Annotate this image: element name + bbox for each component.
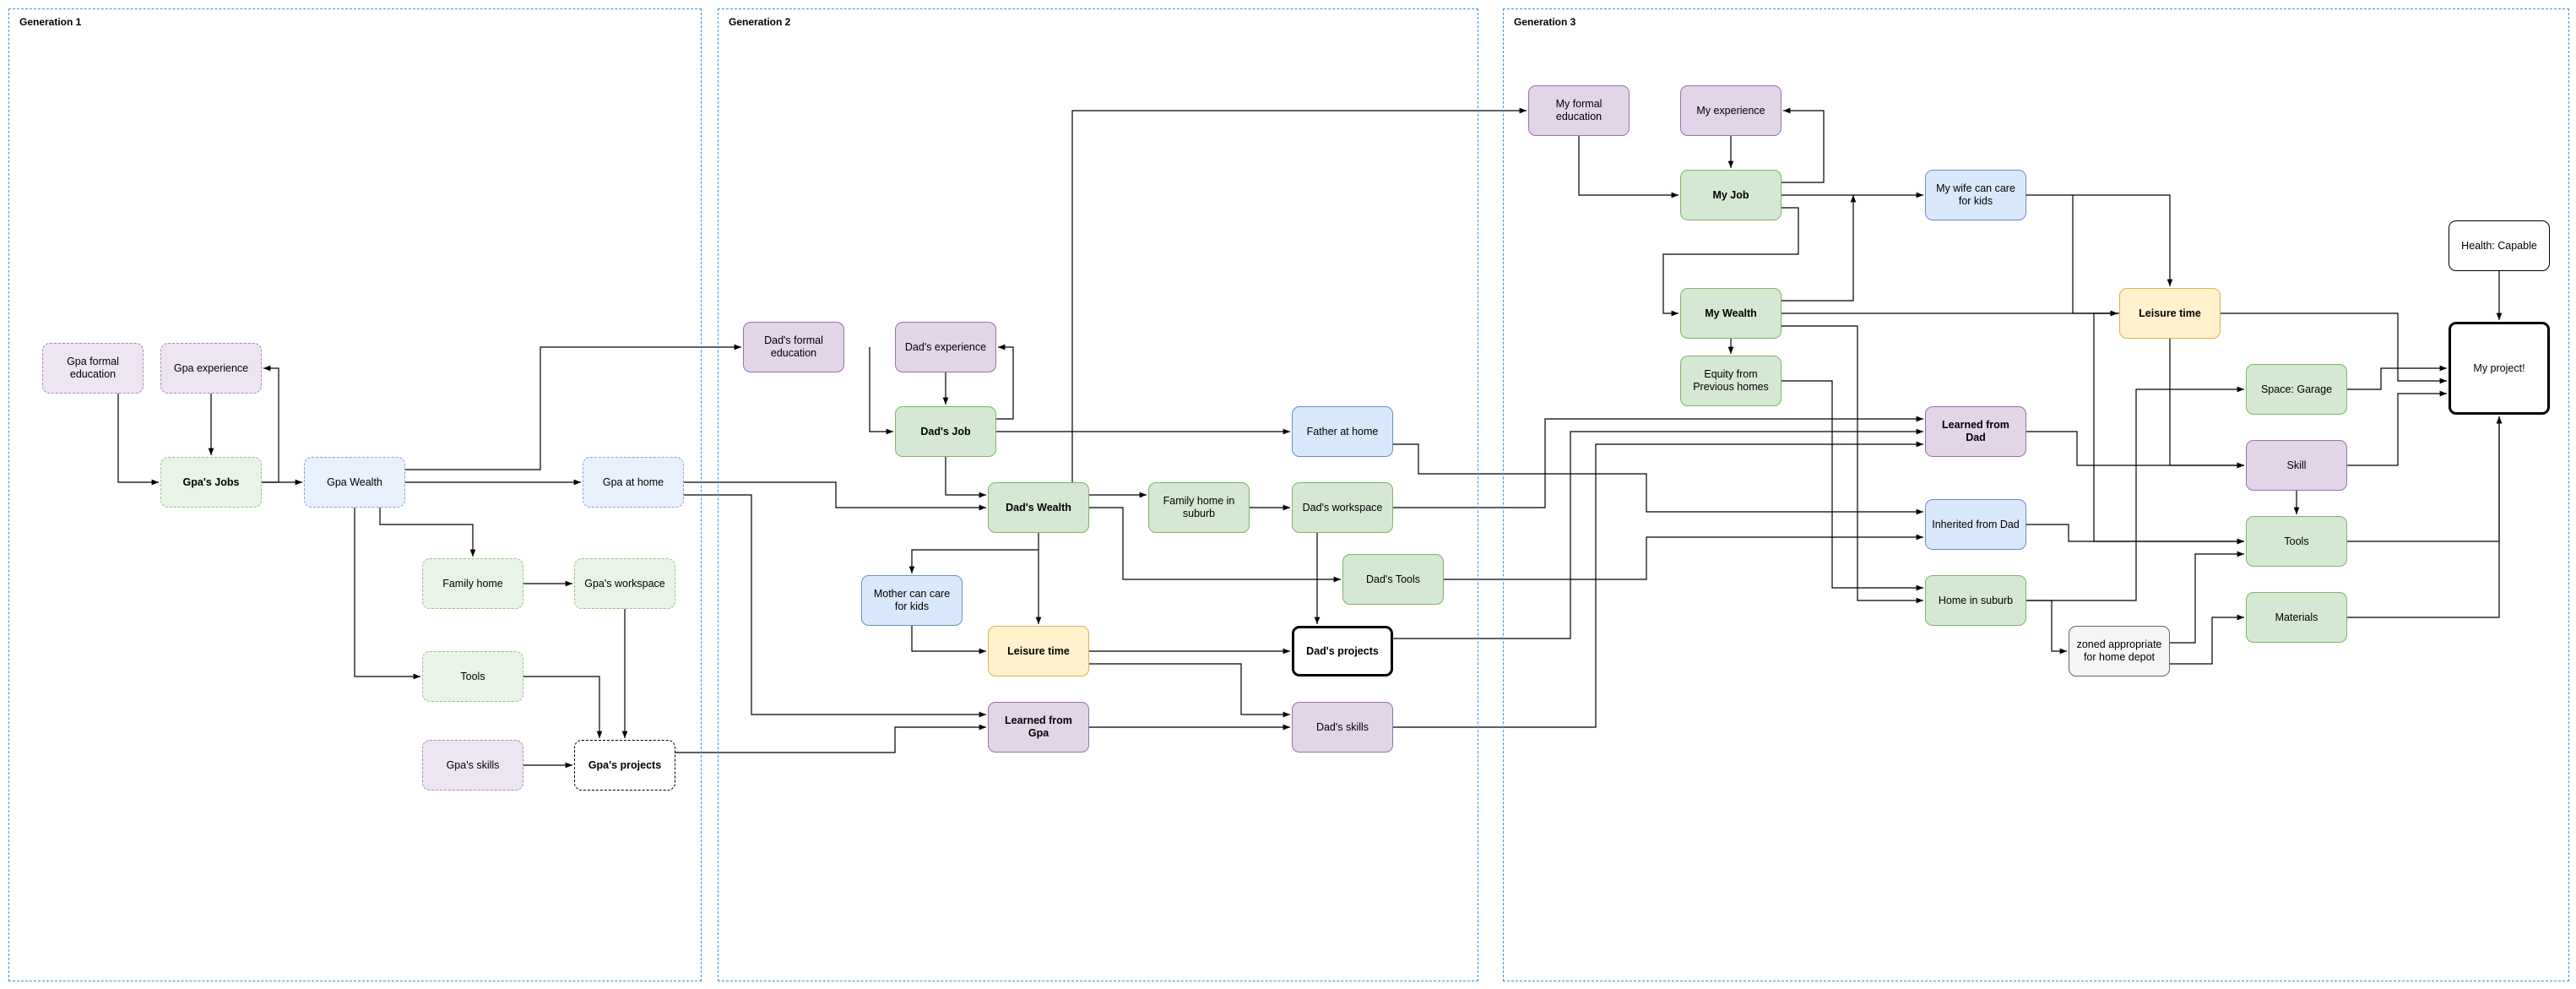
node-gpa-wealth[interactable]: Gpa Wealth xyxy=(304,457,405,508)
edge-my-job-to-my-experience xyxy=(1782,107,1825,183)
node-learned-from-dad[interactable]: Learned from Dad xyxy=(1925,406,2026,457)
node-gpa-formal-education[interactable]: Gpa formal education xyxy=(42,343,144,394)
generation-1-container: Generation 1 xyxy=(8,8,702,981)
node-dad-workspace[interactable]: Dad's workspace xyxy=(1292,482,1393,533)
edge-gpa-wealth-to-tools xyxy=(354,508,420,680)
node-family-home-in-suburb[interactable]: Family home in suburb xyxy=(1148,482,1250,533)
node-gpa-projects[interactable]: Gpa's projects xyxy=(574,740,675,791)
node-dad-skills[interactable]: Dad's skills xyxy=(1292,702,1393,753)
edge-materials-to-my-project xyxy=(2347,416,2503,618)
node-dad-tools[interactable]: Dad's Tools xyxy=(1342,554,1444,605)
node-leisure-time-gen3[interactable]: Leisure time xyxy=(2119,288,2221,339)
generation-2-title: Generation 2 xyxy=(729,16,791,28)
edge-gpa-projects-to-learned-from-gpa xyxy=(675,724,986,753)
node-gpa-jobs[interactable]: Gpa's Jobs xyxy=(160,457,262,508)
node-gpa-at-home[interactable]: Gpa at home xyxy=(583,457,684,508)
node-tools-gen3[interactable]: Tools xyxy=(2246,516,2347,567)
edge-gpa-formal-education-to-gpa-jobs xyxy=(117,394,159,486)
node-my-formal-education[interactable]: My formal education xyxy=(1528,85,1630,136)
node-dad-wealth[interactable]: Dad's Wealth xyxy=(988,482,1089,533)
node-space-garage[interactable]: Space: Garage xyxy=(2246,364,2347,415)
edge-learned-from-dad-to-skill xyxy=(2026,431,2244,469)
node-gpa-experience[interactable]: Gpa experience xyxy=(160,343,262,394)
node-skill[interactable]: Skill xyxy=(2246,440,2347,491)
node-father-at-home[interactable]: Father at home xyxy=(1292,406,1393,457)
node-dad-formal-education[interactable]: Dad's formal education xyxy=(743,322,844,372)
node-equity-from-previous-homes[interactable]: Equity from Previous homes xyxy=(1680,356,1782,406)
generation-3-title: Generation 3 xyxy=(1514,16,1576,28)
node-my-project[interactable]: My project! xyxy=(2449,322,2550,415)
node-family-home[interactable]: Family home xyxy=(422,558,523,609)
edge-zoned-to-materials xyxy=(2170,614,2244,665)
edge-leisure-time-to-tools xyxy=(2093,312,2244,545)
node-dad-experience[interactable]: Dad's experience xyxy=(895,322,996,372)
node-my-job[interactable]: My Job xyxy=(1680,170,1782,220)
node-dad-job[interactable]: Dad's Job xyxy=(895,406,996,457)
edge-leisure-time-to-dad-skills xyxy=(1089,663,1290,718)
edge-space-garage-to-my-project xyxy=(2347,365,2447,390)
edge-home-in-suburb-to-space-garage xyxy=(2026,386,2244,601)
edge-dad-job-to-dad-wealth xyxy=(945,457,986,498)
edge-gpa-wealth-to-dad-formal-education xyxy=(405,344,741,470)
edge-mother-care-to-leisure-time xyxy=(911,626,986,655)
edge-tools-to-gpa-projects xyxy=(523,676,603,738)
edge-my-formal-education-to-my-job xyxy=(1578,136,1678,198)
edge-leisure-time-to-my-project xyxy=(2221,312,2447,384)
edge-dad-wealth-to-my-formal-education xyxy=(1071,107,1527,482)
edge-dad-skills-to-learned-from-dad xyxy=(1393,441,1923,728)
edge-dad-job-to-dad-experience xyxy=(996,344,1014,420)
edge-father-at-home-to-inherited-from-dad xyxy=(1393,443,1923,515)
edge-wife-care-to-leisure-time xyxy=(2026,194,2173,286)
edge-dad-projects-to-learned-from-dad xyxy=(1393,428,1923,639)
edge-my-wealth-to-wife-care xyxy=(1782,195,1857,302)
edge-dad-wealth-to-dad-tools xyxy=(1089,507,1341,583)
edge-gpa-wealth-to-family-home xyxy=(379,508,476,557)
node-materials[interactable]: Materials xyxy=(2246,592,2347,643)
node-health-capable[interactable]: Health: Capable xyxy=(2449,220,2550,271)
node-dad-projects[interactable]: Dad's projects xyxy=(1292,626,1393,677)
generation-1-title: Generation 1 xyxy=(19,16,82,28)
edge-dad-workspace-to-learned-from-dad xyxy=(1393,416,1923,508)
node-my-experience[interactable]: My experience xyxy=(1680,85,1782,136)
node-home-in-suburb[interactable]: Home in suburb xyxy=(1925,575,2026,626)
node-tools-gen1[interactable]: Tools xyxy=(422,651,523,702)
node-inherited-from-dad[interactable]: Inherited from Dad xyxy=(1925,499,2026,550)
node-my-wife-can-care-for-kids[interactable]: My wife can care for kids xyxy=(1925,170,2026,220)
edge-gpa-at-home-to-dad-wealth xyxy=(684,481,986,511)
edge-leisure-time-to-skill xyxy=(2169,339,2244,469)
edge-my-job-to-my-wealth xyxy=(1662,207,1799,317)
edge-skill-to-my-project xyxy=(2347,390,2447,466)
edge-dad-wealth-to-mother-care xyxy=(908,549,1039,573)
edge-my-wealth-to-home-in-suburb xyxy=(1782,325,1923,604)
edge-equity-to-home-in-suburb xyxy=(1782,380,1923,591)
generation-3-container: Generation 3 xyxy=(1503,8,2569,981)
node-learned-from-gpa[interactable]: Learned from Gpa xyxy=(988,702,1089,753)
edge-dad-formal-education-to-dad-job xyxy=(869,347,893,435)
edge-dad-tools-to-inherited-from-dad xyxy=(1444,534,1923,580)
node-gpa-skills[interactable]: Gpa's skills xyxy=(422,740,523,791)
node-zoned-appropriate-for-home-depot[interactable]: zoned appropriate for home depot xyxy=(2069,626,2170,677)
node-my-wealth[interactable]: My Wealth xyxy=(1680,288,1782,339)
node-leisure-time-gen2[interactable]: Leisure time xyxy=(988,626,1089,677)
edge-zoned-to-tools xyxy=(2170,551,2244,644)
node-gpa-workspace[interactable]: Gpa's workspace xyxy=(574,558,675,609)
node-mother-can-care-for-kids[interactable]: Mother can care for kids xyxy=(861,575,963,626)
generation-2-container: Generation 2 xyxy=(718,8,1478,981)
